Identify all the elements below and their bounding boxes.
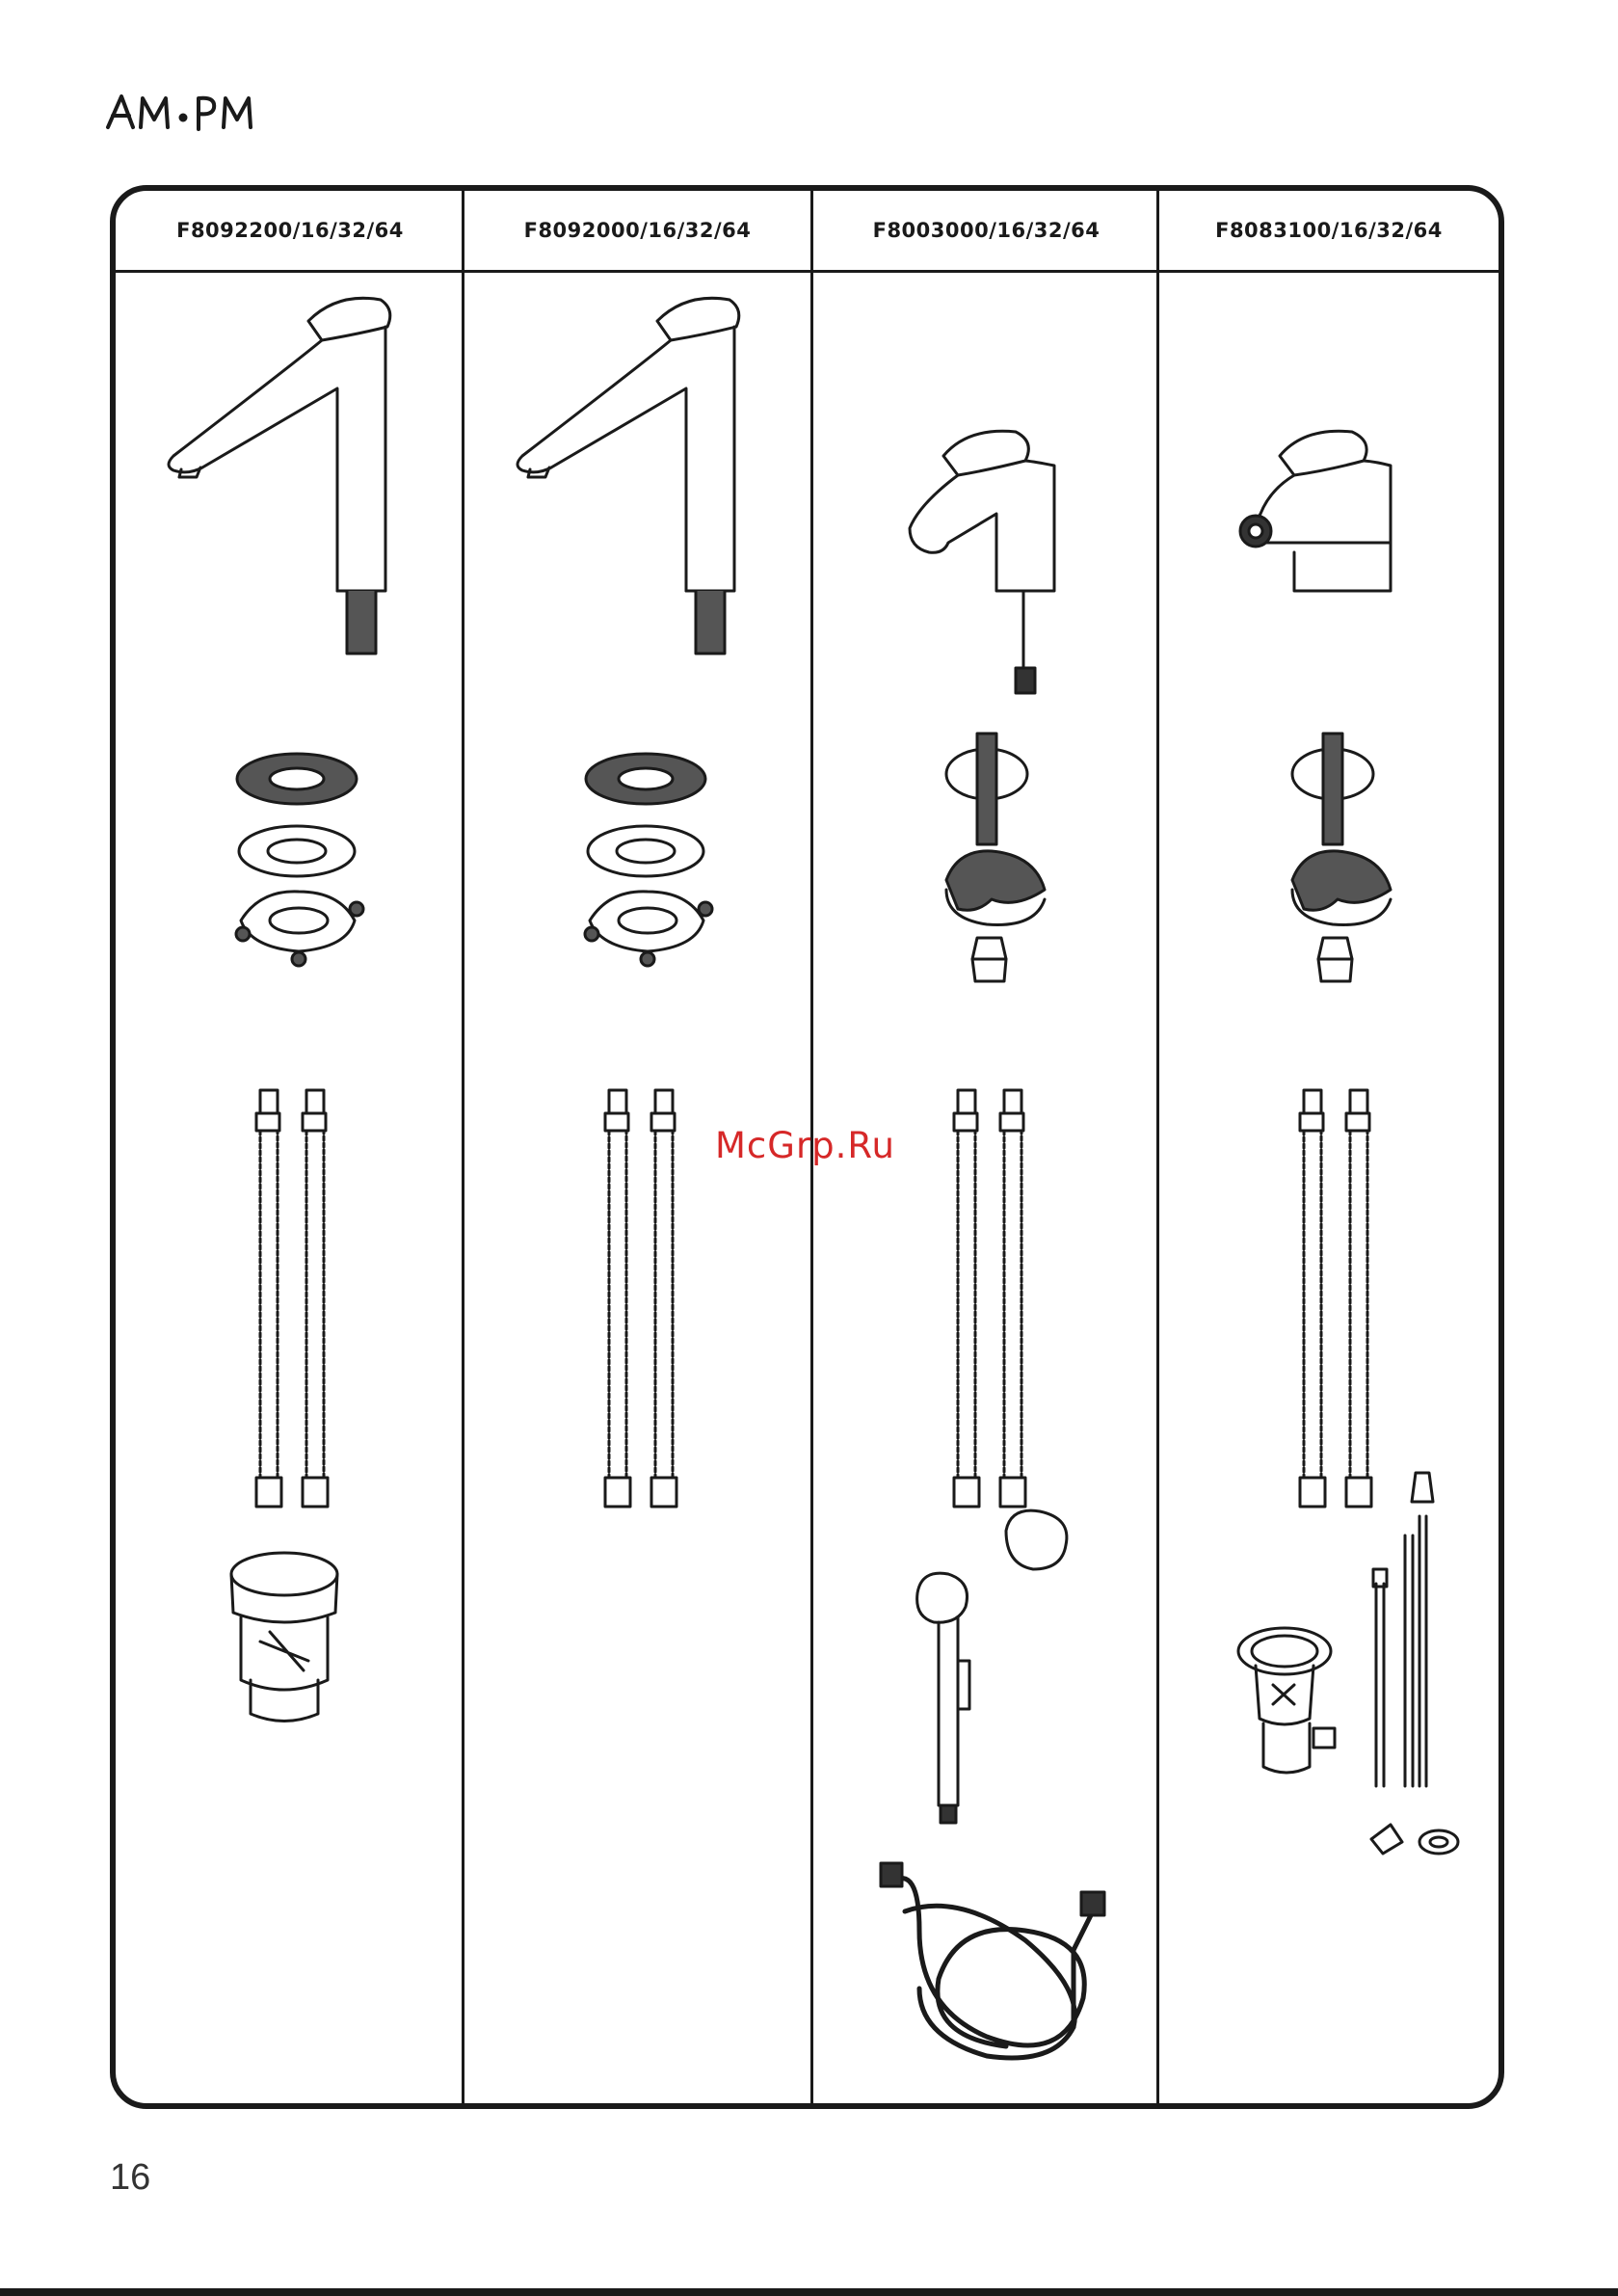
- column-3-illustrations: [813, 273, 1159, 2109]
- flexible-hoses-icon: [605, 1090, 676, 1507]
- mounting-washers-icon: [236, 754, 363, 966]
- column-4-illustrations: [1159, 273, 1501, 2109]
- pop-up-waste-icon: [231, 1553, 337, 1722]
- pop-up-waste-with-rods-icon: [1238, 1473, 1458, 1854]
- hand-shower-icon: [917, 1510, 1067, 1823]
- tall-basin-faucet-icon: [169, 298, 390, 654]
- tall-basin-faucet-icon: [517, 298, 739, 654]
- flexible-hoses-icon: [1300, 1090, 1371, 1507]
- mounting-stud-icon: [1292, 734, 1391, 981]
- basin-faucet-with-hygienic-shower-icon: [910, 431, 1054, 693]
- page-number: 16: [110, 2157, 150, 2199]
- column-2-illustrations: [464, 273, 810, 2109]
- column-1-illustrations: [116, 273, 462, 2109]
- column-f8083100: F8083100/16/32/64: [1156, 191, 1499, 2103]
- shower-hose-icon: [881, 1863, 1104, 2058]
- flexible-hoses-icon: [256, 1090, 328, 1507]
- mounting-stud-icon: [946, 734, 1045, 981]
- column-header-model: F8092000/16/32/64: [464, 191, 810, 273]
- column-f8092200: F8092200/16/32/64: [116, 191, 464, 2103]
- am-pm-logo: [104, 85, 278, 143]
- mounting-washers-icon: [585, 754, 712, 966]
- column-header-model: F8003000/16/32/64: [813, 191, 1159, 273]
- bidet-faucet-icon: [1240, 431, 1391, 591]
- column-header-model: F8092200/16/32/64: [116, 191, 464, 273]
- flexible-hoses-icon: [954, 1090, 1025, 1507]
- site-watermark: McGrp.Ru: [715, 1125, 895, 1166]
- column-header-model: F8083100/16/32/64: [1159, 191, 1499, 273]
- footer-rule: [0, 2288, 1618, 2296]
